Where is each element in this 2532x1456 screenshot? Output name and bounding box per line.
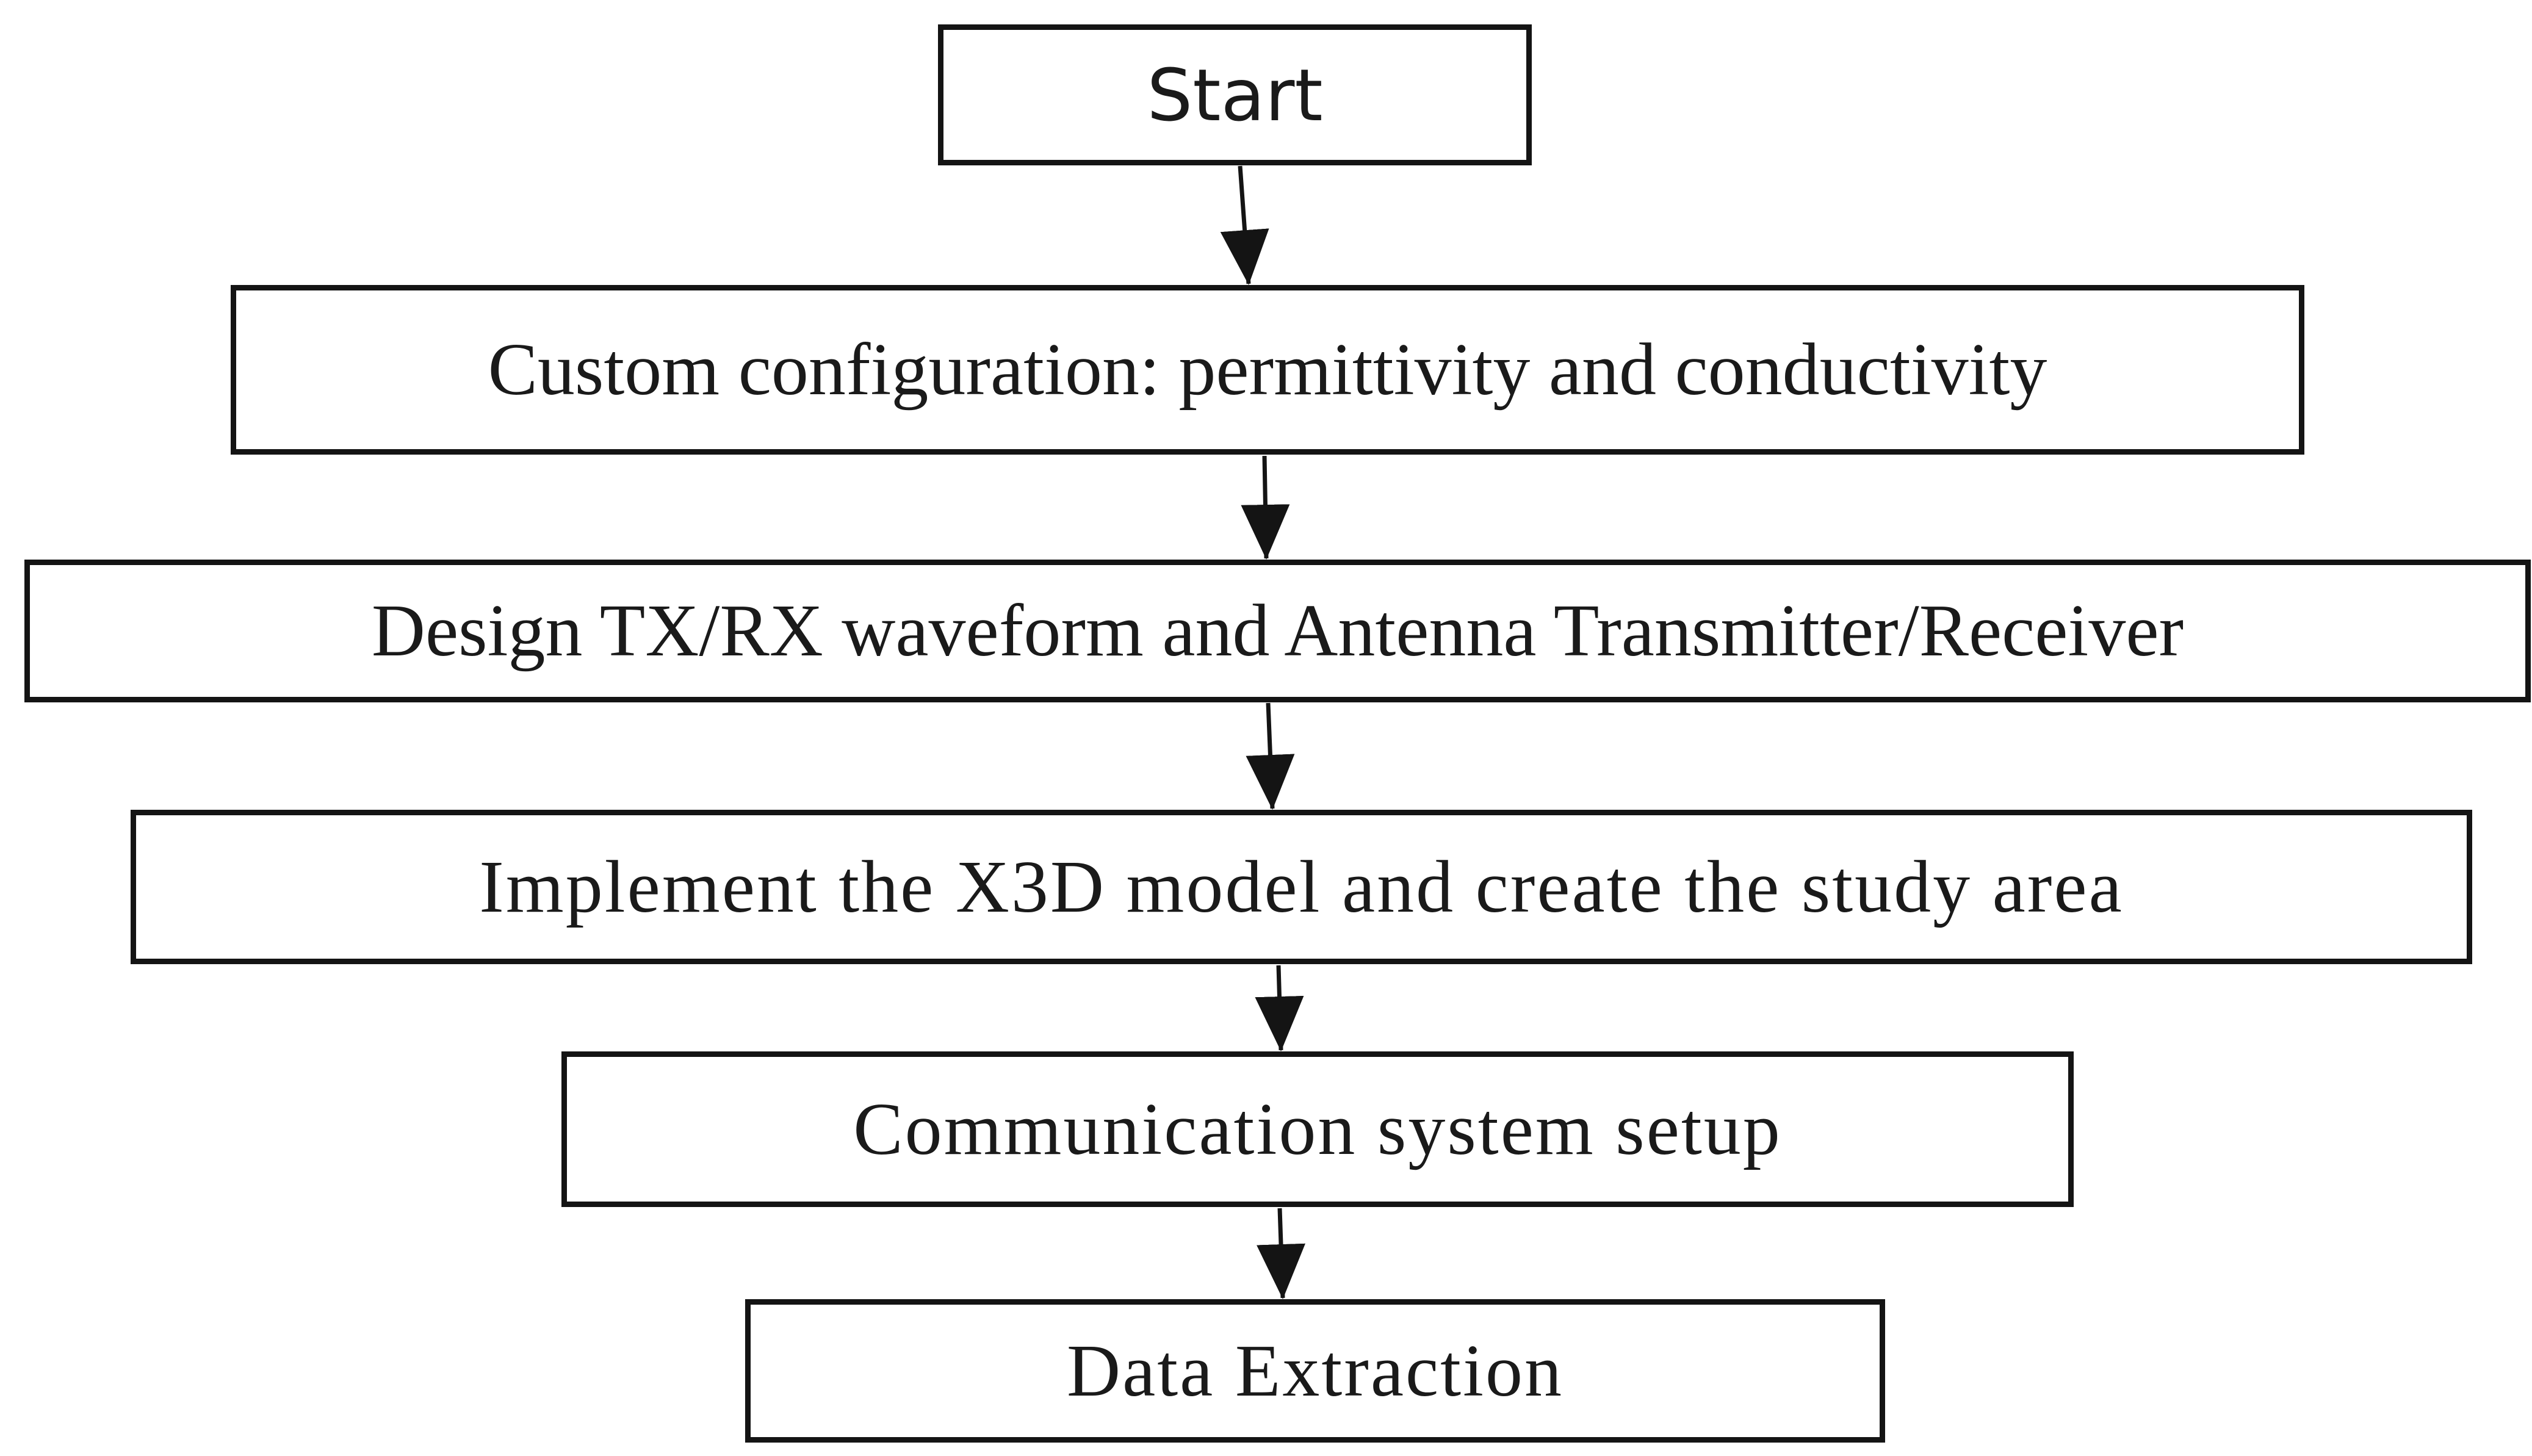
- arrow-comm-to-extract: [1257, 1208, 1305, 1299]
- step-communication-setup-label: Communication system setup: [853, 1087, 1782, 1170]
- arrow-x3d-to-comm: [1255, 965, 1304, 1051]
- step-start-label: Start: [1147, 52, 1323, 137]
- step-implement-x3d-model-label: Implement the X3D model and create the s…: [479, 845, 2124, 928]
- arrow-start-to-config: [1220, 165, 1269, 285]
- step-communication-setup-box: Communication system setup: [561, 1051, 2074, 1207]
- step-design-waveform-antenna-box: Design TX/RX waveform and Antenna Transm…: [24, 560, 2531, 702]
- step-custom-configuration-box: Custom configuration: permittivity and c…: [231, 285, 2304, 455]
- step-custom-configuration-label: Custom configuration: permittivity and c…: [488, 328, 2047, 411]
- arrow-config-to-design: [1241, 455, 1290, 560]
- step-design-waveform-antenna-label: Design TX/RX waveform and Antenna Transm…: [371, 589, 2184, 672]
- step-implement-x3d-model-box: Implement the X3D model and create the s…: [131, 810, 2472, 964]
- step-start-box: Start: [938, 24, 1532, 165]
- step-data-extraction-box: Data Extraction: [745, 1299, 1885, 1443]
- arrow-design-to-x3d: [1246, 702, 1295, 810]
- step-data-extraction-label: Data Extraction: [1067, 1329, 1564, 1412]
